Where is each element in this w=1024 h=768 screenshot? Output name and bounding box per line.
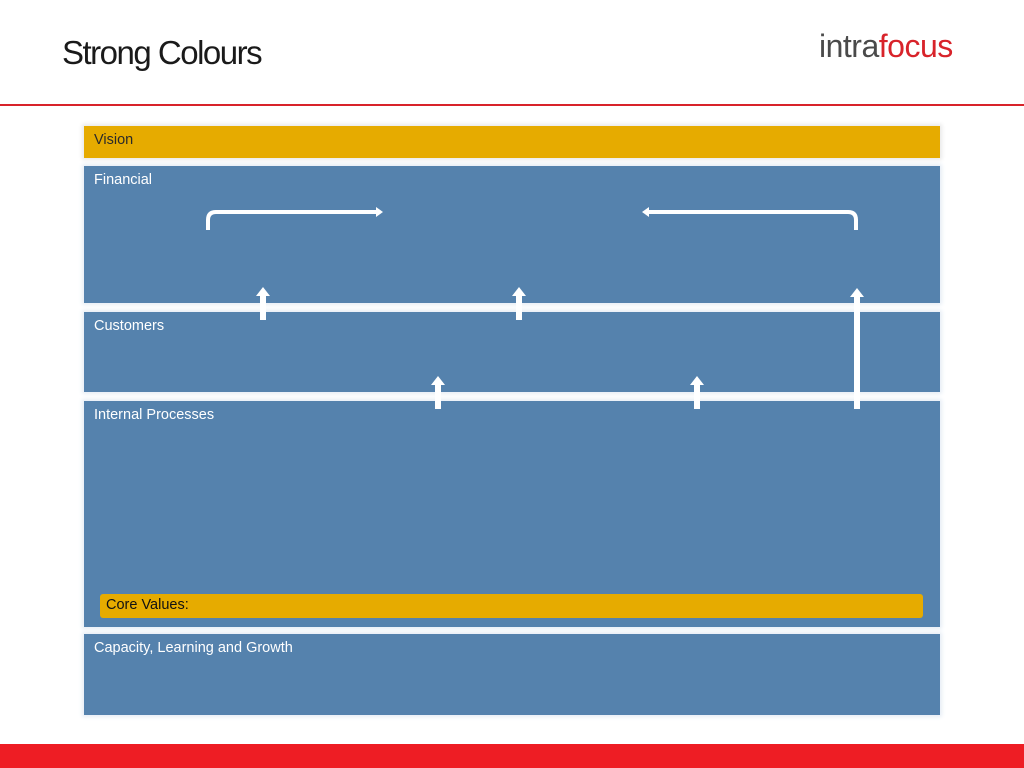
up-arrow-customers-2 <box>512 287 526 320</box>
core-values-label: Core Values: <box>106 597 189 613</box>
logo-text-focus: focus <box>878 28 953 64</box>
core-values-bar: Core Values: <box>100 594 923 618</box>
financial-label: Financial <box>94 172 153 188</box>
up-arrow-long <box>850 288 864 409</box>
header-divider <box>0 104 1024 106</box>
internal-processes-band: Internal Processes <box>84 401 940 627</box>
footer-bar <box>0 744 1024 768</box>
up-arrow-customers-1 <box>256 287 270 320</box>
internal-processes-label: Internal Processes <box>94 407 215 423</box>
financial-band: Financial <box>84 166 940 303</box>
up-arrow-internal-2 <box>690 376 704 409</box>
bracket-arrow-left <box>206 207 383 230</box>
up-arrow-internal-1 <box>431 376 445 409</box>
vision-label: Vision <box>94 132 134 148</box>
logo-text-intra: intra <box>819 28 879 64</box>
capacity-label: Capacity, Learning and Growth <box>94 640 293 656</box>
page-title: Strong Colours <box>62 34 263 71</box>
intrafocus-logo: intrafocus <box>819 28 953 65</box>
customers-band: Customers <box>84 312 940 392</box>
bracket-arrow-right <box>642 207 858 230</box>
capacity-band: Capacity, Learning and Growth <box>84 634 940 715</box>
customers-label: Customers <box>94 318 165 334</box>
vision-band: Vision <box>84 126 940 158</box>
